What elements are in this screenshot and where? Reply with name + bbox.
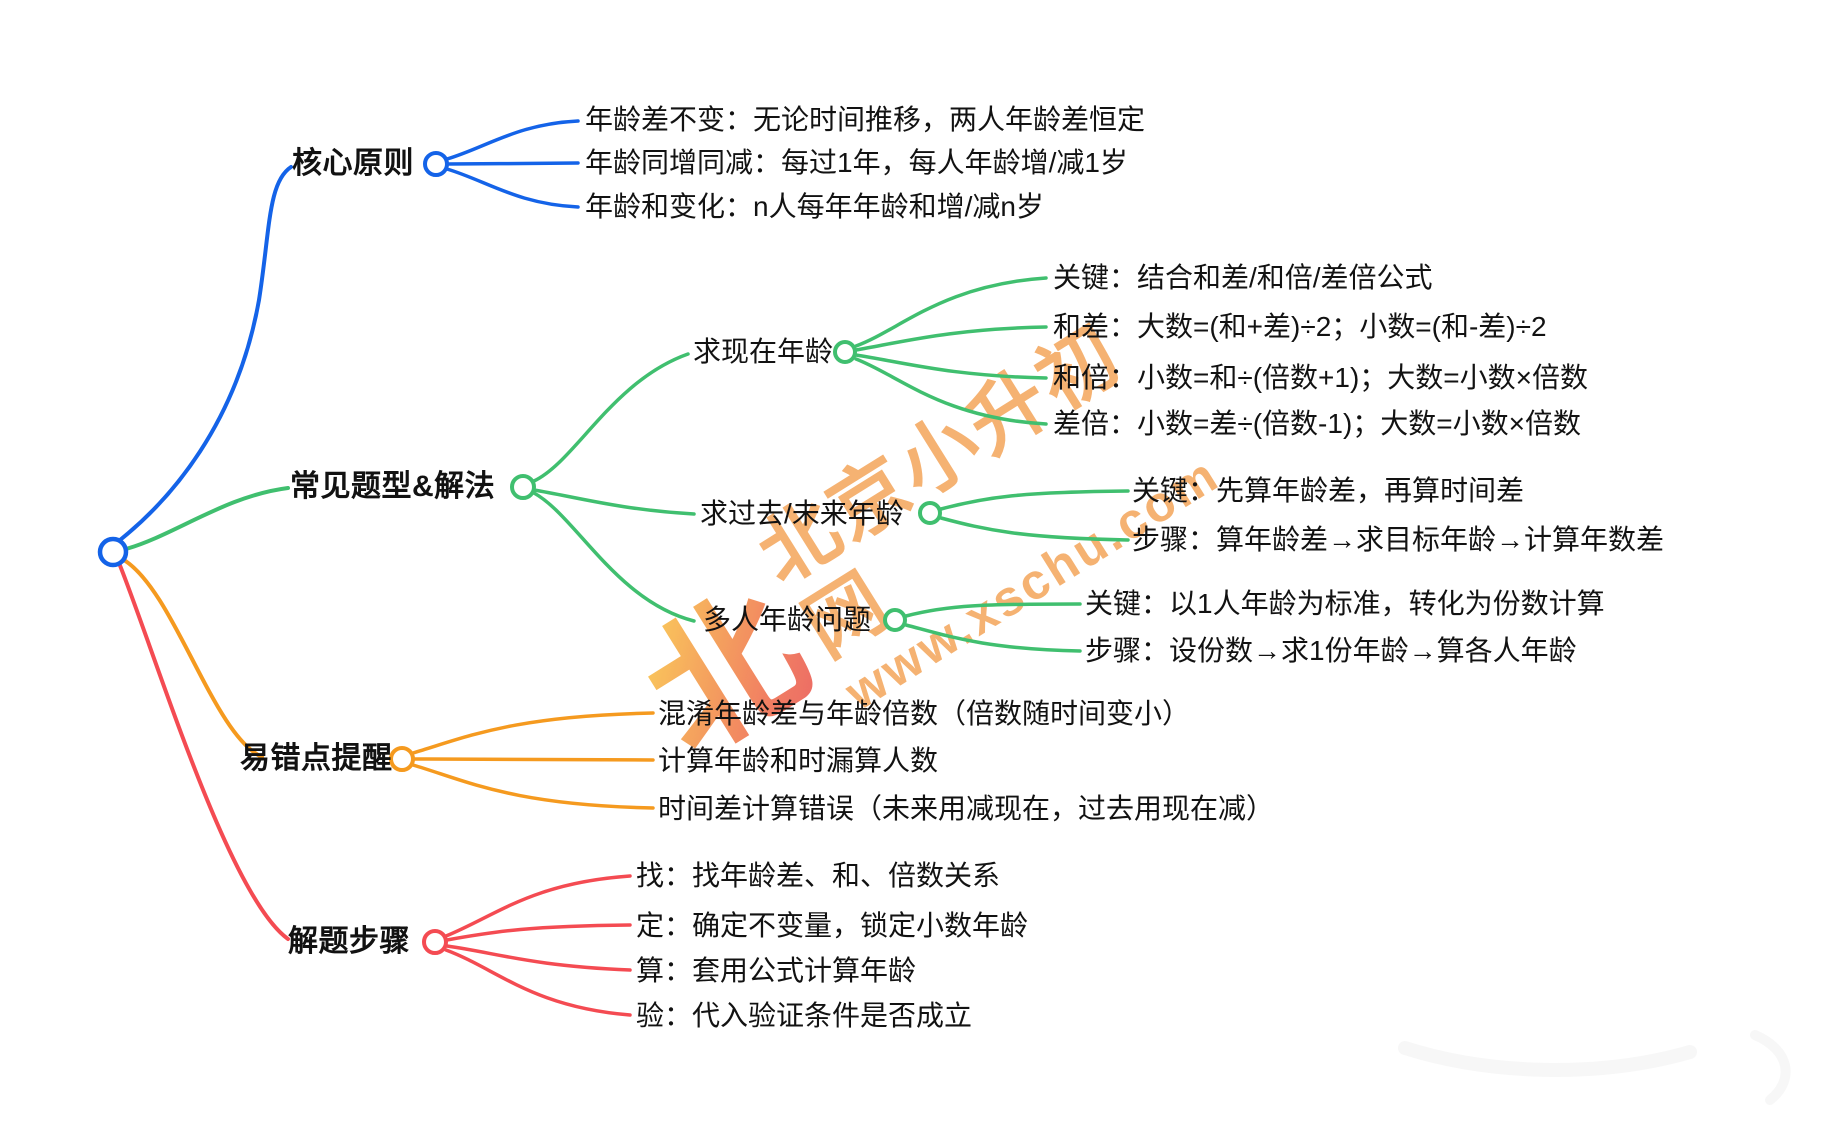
mistakes-node-circle xyxy=(389,746,415,772)
topic-core-principles: 核心原则 xyxy=(292,147,414,180)
leaf-line xyxy=(444,874,632,938)
branch-line-root-core xyxy=(118,165,293,542)
topic-mistake-reminders: 易错点提醒 xyxy=(240,742,393,775)
subtopic-line xyxy=(532,352,690,483)
leaf-line xyxy=(446,161,580,166)
leaf-past-future-key: 关键：先算年龄差，再算时间差 xyxy=(1132,475,1525,506)
leaf-line xyxy=(854,353,1048,380)
leaf-line xyxy=(445,923,632,942)
leaf-line xyxy=(411,763,655,810)
leaf-past-future-steps: 步骤：算年龄差→求目标年龄→计算年数差 xyxy=(1132,524,1665,555)
leaf-line xyxy=(444,948,632,1017)
root-node-circle xyxy=(97,536,129,568)
leaf-confuse-gap-multiple: 混淆年龄差与年龄倍数（倍数随时间变小） xyxy=(658,698,1191,729)
branch-line-root-mistakes xyxy=(122,558,264,759)
leaf-step-verify: 验：代入验证条件是否成立 xyxy=(636,1000,973,1031)
types-node-circle xyxy=(510,474,536,500)
leaf-line xyxy=(854,325,1048,352)
leaf-present-key: 关键：结合和差/和倍/差倍公式 xyxy=(1053,262,1433,293)
topic-common-types: 常见题型&解法 xyxy=(290,470,496,503)
subtopic-line xyxy=(532,488,696,516)
core-node-circle xyxy=(423,151,449,177)
leaf-line xyxy=(445,167,580,209)
leaf-line xyxy=(904,623,1082,653)
leaf-line xyxy=(939,516,1130,542)
faint-watermark-mark xyxy=(1398,1041,1697,1077)
subtopic-line xyxy=(532,491,696,623)
leaf-diff-multiple-formula: 差倍：小数=差÷(倍数-1)；大数=小数×倍数 xyxy=(1053,408,1581,439)
topic-solving-steps: 解题步骤 xyxy=(288,925,410,958)
leaf-multi-person-key: 关键：以1人年龄为标准，转化为份数计算 xyxy=(1085,588,1605,619)
leaf-step-calc: 算：套用公式计算年龄 xyxy=(636,955,917,986)
leaf-age-gap-constant: 年龄差不变：无论时间推移，两人年龄差恒定 xyxy=(585,104,1146,135)
leaf-time-diff-error: 时间差计算错误（未来用减现在，过去用现在减） xyxy=(658,793,1275,824)
subtopic-multi-person-age: 多人年龄问题 xyxy=(703,604,872,635)
branch-line-root-steps xyxy=(117,561,290,941)
faint-watermark-mark xyxy=(1750,1030,1791,1105)
leaf-multi-person-steps: 步骤：设份数→求1份年龄→算各人年龄 xyxy=(1085,635,1577,666)
present-age-node-circle xyxy=(833,340,857,364)
leaf-step-fix: 定：确定不变量，锁定小数年龄 xyxy=(636,910,1029,941)
leaf-step-find: 找：找年龄差、和、倍数关系 xyxy=(636,860,1001,891)
steps-node-circle xyxy=(422,929,448,955)
past-future-node-circle xyxy=(918,501,942,525)
leaf-line xyxy=(904,602,1082,618)
multi-person-node-circle xyxy=(883,608,907,632)
leaf-line xyxy=(854,276,1048,348)
leaf-age-sum-change: 年龄和变化：n人每年年龄和增/减n岁 xyxy=(585,191,1044,222)
leaf-line xyxy=(854,357,1048,426)
leaf-miss-person-count: 计算年龄和时漏算人数 xyxy=(658,745,939,776)
leaf-line xyxy=(445,119,580,161)
subtopic-present-age: 求现在年龄 xyxy=(693,336,834,367)
leaf-sum-diff-formula: 和差：大数=(和+差)÷2；小数=(和-差)÷2 xyxy=(1053,311,1547,342)
leaf-line xyxy=(411,711,655,755)
leaf-line xyxy=(412,757,655,762)
subtopic-past-future-age: 求过去/未来年龄 xyxy=(700,498,904,529)
leaf-age-same-growth: 年龄同增同减：每过1年，每人年龄增/减1岁 xyxy=(585,147,1128,178)
leaf-line xyxy=(445,944,632,972)
leaf-sum-multiple-formula: 和倍：小数=和÷(倍数+1)；大数=小数×倍数 xyxy=(1053,362,1588,393)
branch-line-root-types xyxy=(124,486,290,551)
leaf-line xyxy=(939,489,1130,511)
